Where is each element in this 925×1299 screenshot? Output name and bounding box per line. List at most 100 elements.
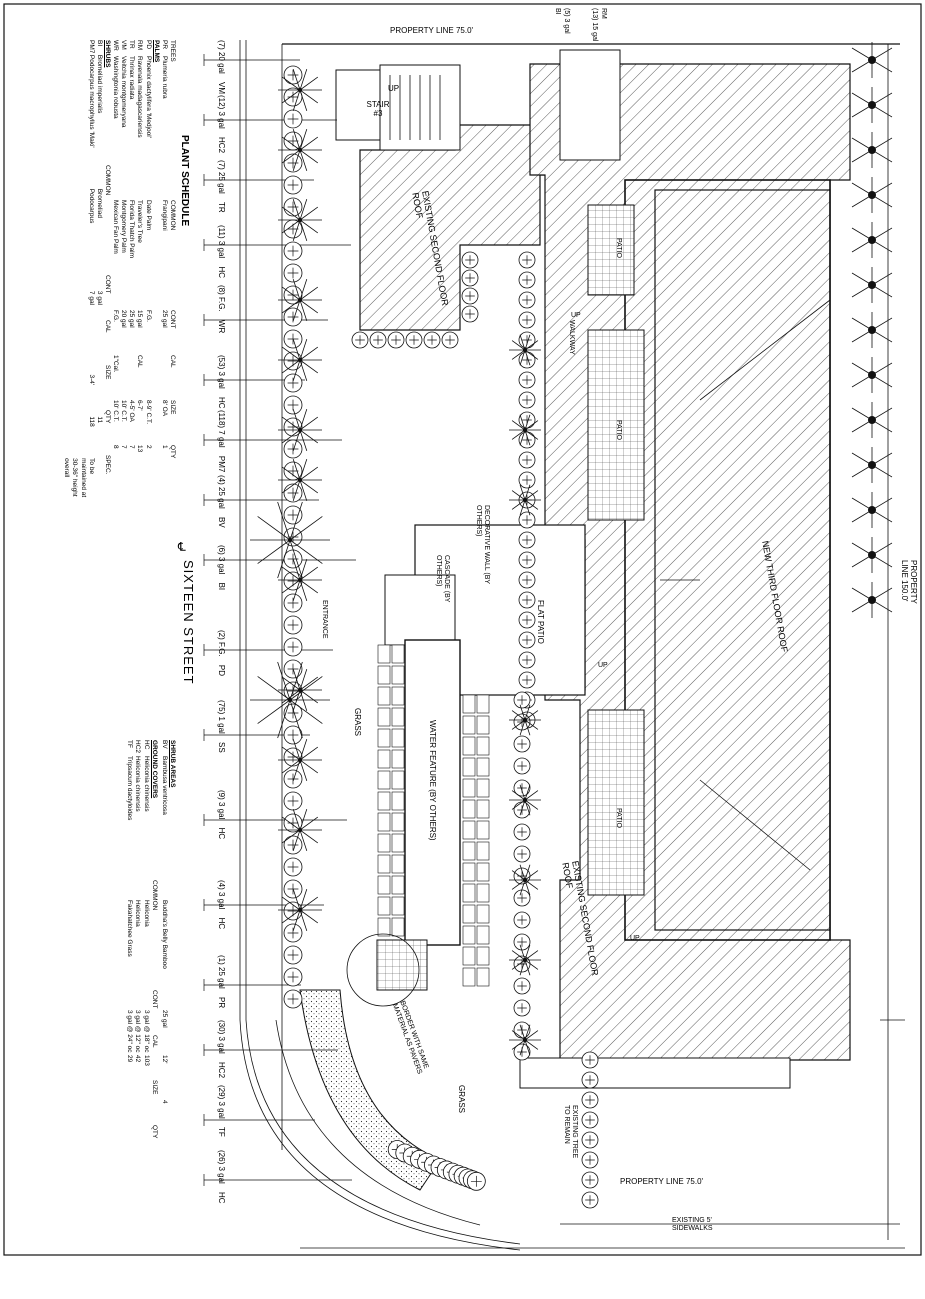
palm-symbol <box>278 458 322 502</box>
shrub-symbol <box>518 551 536 569</box>
schedule-cal <box>127 355 135 400</box>
schedule-header-cell: CAL <box>169 355 176 368</box>
shrub-symbol <box>423 331 441 349</box>
botanical-name: Veitchia montgomeryana <box>120 56 128 128</box>
callout-code: HC <box>217 917 226 930</box>
paver <box>391 791 405 811</box>
water-feature-text: WATER FEATURE (BY OTHERS) <box>428 720 437 841</box>
paver <box>391 896 405 916</box>
label-cascade: CASCADE (BY OTHERS) <box>434 555 450 605</box>
schedule-common: Heliconia <box>142 900 150 927</box>
shrub-symbol <box>581 1071 599 1089</box>
shrub-symbol <box>513 845 531 863</box>
paver <box>462 946 476 966</box>
paver <box>377 875 391 895</box>
paver <box>377 728 391 748</box>
left-callout: (9) 3 gal HC <box>217 790 226 839</box>
palm-symbol <box>278 338 322 382</box>
paver <box>377 686 391 706</box>
paver <box>476 967 490 987</box>
schedule-cont: 3 gal @ 12" oc <box>134 1010 142 1053</box>
palms-heading: PALMS <box>152 40 160 63</box>
shrub-symbol <box>283 659 303 679</box>
label-decorative-wall: DECORATIVE WALL (BY OTHERS) <box>474 505 490 585</box>
label-sidewalk: EXISTING 5' SIDEWALKS <box>672 1217 713 1232</box>
travelers-tree <box>851 42 893 78</box>
shrub-symbol <box>513 691 531 709</box>
shrubs-header-cell: SIZE <box>104 365 111 380</box>
label-up-3: UP <box>630 935 640 942</box>
shrub-symbol <box>466 1171 486 1191</box>
plant-code: TF <box>126 740 134 748</box>
street-label: SIXTEEN STREET <box>181 560 196 685</box>
paver <box>462 883 476 903</box>
shrub-symbol <box>513 779 531 797</box>
shrub-symbol <box>518 511 536 529</box>
paver <box>476 736 490 756</box>
callout-qty: (26) 3 gal <box>217 1150 226 1187</box>
travelers-tree <box>851 492 893 528</box>
shrub-symbol <box>283 813 303 833</box>
plant-code: PM7 <box>87 40 95 54</box>
shrub-symbol <box>518 671 536 689</box>
botanical-name: Thrinax radiata <box>128 56 136 100</box>
callout-qty: (118) 7 gal <box>217 410 226 450</box>
shrub-symbol <box>581 1171 599 1189</box>
travelers-tree <box>851 357 893 393</box>
shrub-symbol <box>405 331 423 349</box>
shrub-symbol <box>518 311 536 329</box>
plant-code: HC <box>142 740 150 750</box>
schedule-cal <box>160 355 168 400</box>
shrub-symbol <box>283 263 303 283</box>
ground-header-cell: CAL <box>150 1035 158 1048</box>
travelers-tree <box>851 177 893 213</box>
property-line-bottom: PROPERTY LINE 75.0' <box>620 1177 704 1186</box>
flat-patio-text: FLAT PATIO <box>536 600 545 644</box>
site-boundaries <box>239 40 905 1251</box>
shrubs-header-cell: COMMON <box>104 165 111 196</box>
label-patio-1: PATIO <box>615 238 622 258</box>
label-walkway: WALKWAY <box>568 320 575 355</box>
building-footprint <box>359 49 851 1089</box>
shrub-symbol <box>581 1151 599 1169</box>
shrub-symbol <box>351 331 369 349</box>
callout-qty: (11) 3 gal <box>217 225 226 261</box>
schedule-size: 8' OA <box>160 400 168 417</box>
shrub-symbol <box>518 291 536 309</box>
callout-code: BV <box>217 517 226 528</box>
label-grass-1: GRASS <box>353 708 362 736</box>
paver <box>476 904 490 924</box>
botanical-name: Tripsacum dactyloides <box>126 756 134 821</box>
shrub-symbol <box>387 331 405 349</box>
paver <box>476 757 490 777</box>
paver <box>377 896 391 916</box>
shrub-symbol <box>283 329 303 349</box>
entrance-text: ENTRANCE <box>321 600 328 639</box>
water-feature-area <box>346 639 490 1007</box>
plant-symbols <box>250 65 599 1209</box>
palm-symbol <box>278 278 322 322</box>
palm-symbol <box>278 128 322 172</box>
shrub-symbol <box>283 945 303 965</box>
schedule-qty: 8 <box>112 445 120 449</box>
paver <box>391 812 405 832</box>
shrubs-header-cell: SPEC. <box>104 455 111 475</box>
paver <box>391 665 405 685</box>
plant-code: BV <box>160 740 168 749</box>
patio-3-text: PATIO <box>615 808 622 828</box>
paver <box>391 728 405 748</box>
travelers-tree <box>851 312 893 348</box>
plant-code: PR <box>160 40 168 50</box>
paver <box>462 925 476 945</box>
left-callout: (53) 3 gal HC <box>217 355 226 409</box>
callout-qty: (2) F.G. <box>217 630 226 659</box>
paver <box>377 791 391 811</box>
